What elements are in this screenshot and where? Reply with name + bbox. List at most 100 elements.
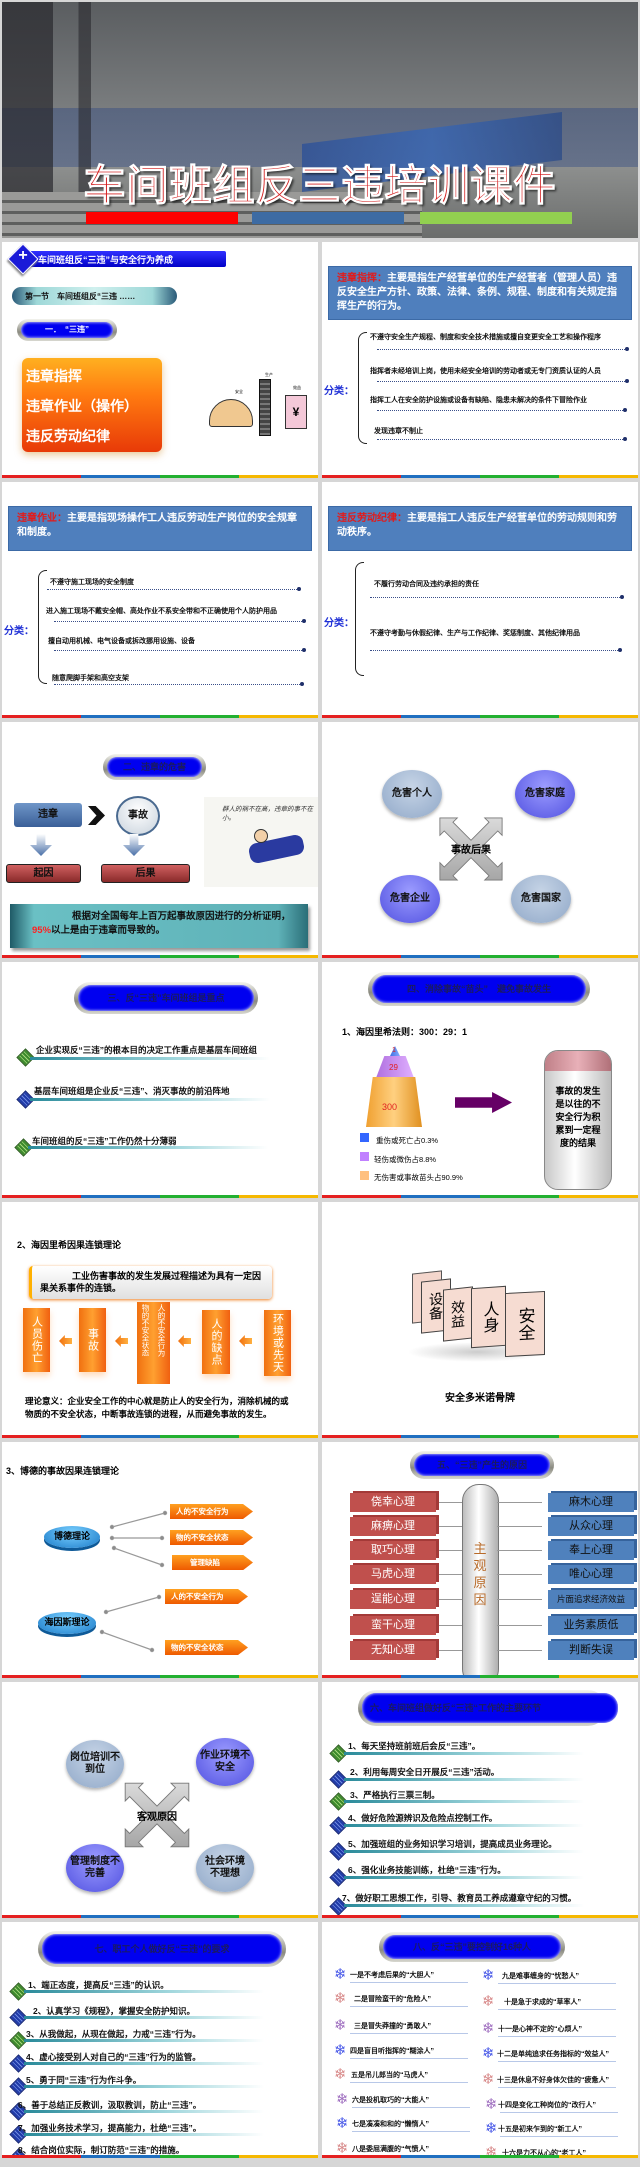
snowflake-icon: ❄: [334, 1990, 347, 2007]
definition-box: 违章作业：主要是指现场操作工人违反劳动生产岗位的安全规章和制度。: [8, 506, 312, 551]
subjective-cause-right: 判断失误: [548, 1641, 634, 1660]
slide-stripe: [2, 955, 318, 958]
bullet-underline: [344, 1752, 584, 1755]
definition: 主要是指工人违反生产经营单位的劳动规则和劳动秩序。: [337, 513, 617, 538]
bird-item: 管理缺陷: [172, 1555, 253, 1570]
chain-casualty: 人员伤亡: [23, 1308, 50, 1372]
subjective-cause-right: 唯心心理: [548, 1565, 634, 1584]
subjective-cause-left: 马虎心理: [350, 1565, 436, 1584]
connector: [497, 1625, 542, 1626]
capsule-cap: [545, 1051, 611, 1071]
item-underline: [498, 1983, 616, 1984]
item-underline: [498, 2061, 616, 2062]
slide-stripe: [322, 1435, 638, 1438]
slide-heinrich-chain: 2、海因里希因果连锁理论 工业伤害事故的发生发展过程描述为具有一定因果关系事件的…: [2, 1202, 318, 1438]
statistic-highlight: 95%: [32, 925, 52, 936]
bullet-text: 车间班组的反“三违”工作仍然十分薄弱: [32, 1136, 177, 1146]
heinrich-item: 人的不安全行为: [165, 1589, 248, 1604]
person-type: 一是不考虑后果的“大胆人”: [350, 1972, 434, 1979]
definition: 主要是指现场操作工人违反劳动生产岗位的安全规章和制度。: [17, 513, 297, 538]
item-underline: [350, 2058, 468, 2059]
theory-heading: 3、博德的事故因果连锁理论: [6, 1466, 120, 1476]
header-title: 车间班组反“三违”与安全行为养成: [38, 255, 174, 265]
slide-stripe: [322, 1195, 638, 1198]
chain-unsafe-act: 人的不安全行为: [157, 1304, 166, 1357]
slide-safety-dominoes: 设备 效益 人身 安全 安全多米诺骨牌: [322, 1202, 638, 1438]
domino-safety: 安全: [505, 1290, 545, 1358]
violation-type: 违章指挥: [26, 368, 82, 384]
node-management: 管理制度不完善: [66, 1844, 124, 1892]
brace: [358, 332, 367, 444]
slide-stripe: [322, 955, 638, 958]
slide-violating-command: 违章指挥：主要是指生产经营单位的生产经营者（管理人员）违反安全生产方针、政策、法…: [322, 242, 638, 478]
node-harm-family: 危害家庭: [515, 770, 575, 818]
snowflake-icon: ❄: [482, 1967, 495, 1984]
subjective-cause-right: 奉上心理: [548, 1541, 634, 1560]
cartoon-label: 生产: [265, 372, 273, 377]
violation-type: 违章作业（操作）: [26, 398, 138, 414]
connector: [436, 1502, 462, 1503]
node-work-environment: 作业环境不安全: [196, 1738, 254, 1786]
chain-unsafe-conditions-box: [137, 1302, 170, 1384]
dotted-line: [370, 648, 622, 652]
cartoon-label: 效益: [293, 385, 301, 390]
legend-text: 无伤害或事故苗头占90.9%: [374, 1173, 463, 1182]
requirement-text: 7、加强业务技术学习，提高能力，杜绝“三违”。: [18, 2123, 202, 2133]
arrow-left-icon: [239, 1335, 252, 1347]
statistic-text-end: 以上是由于违章而导致的。: [51, 925, 166, 936]
bullet-underline: [344, 1824, 584, 1827]
slide-workshop-key-steps: 六、车间班组做好反“三违“工作的主要环节 1、每天坚持班前班后会反“三违”。 2…: [322, 1682, 638, 1918]
subjective-cause-left: 麻痹心理: [350, 1517, 436, 1536]
snowflake-icon: ❄: [336, 2091, 349, 2108]
snowflake-icon: ❄: [485, 2120, 498, 2137]
node-training: 岗位培训不到位: [66, 1740, 124, 1788]
snowflake-icon: ❄: [334, 1966, 347, 1983]
item-underline: [500, 2112, 618, 2113]
slide-stripe: [322, 475, 638, 478]
pyramid-tier-minor: [376, 1056, 414, 1078]
header-bar: [22, 251, 226, 267]
cartoon-caption: 群人的祸不在高，违章的事不在小。: [222, 806, 313, 822]
law-heading: 1、海因里希法则：300：29：1: [342, 1027, 468, 1037]
legend-text: 轻伤或微伤占8.8%: [374, 1155, 437, 1164]
violation-box: 违章: [14, 803, 82, 827]
dotted-line: [54, 619, 306, 623]
snowflake-icon: ❄: [482, 1993, 495, 2010]
slide-stripe: [322, 1915, 638, 1918]
snowflake-icon: ❄: [334, 2017, 347, 2034]
domino-caption: 安全多米诺骨牌: [445, 1393, 515, 1404]
section-pill: 八、反“三违”要控制好16种人: [379, 1932, 565, 1962]
heinrich-theory-disc: 海因斯理论: [38, 1612, 96, 1634]
connector-lines: [99, 1510, 168, 1653]
node-harm-enterprise: 危害企业: [380, 875, 440, 923]
slide-bird-theory: 3、博德的事故因果连锁理论 博德理论 人的不安全行为 物的不安全状态 管理缺陷 …: [2, 1442, 318, 1678]
section-title: 二、违章的危害: [107, 757, 202, 777]
slide-stripe: [2, 1915, 318, 1918]
snowflake-icon: ❄: [482, 2071, 495, 2088]
requirement-text: 3、从我做起，从现在做起，力戒“三违”行为。: [26, 2029, 201, 2039]
bullet-underline: [24, 2062, 264, 2065]
dotted-line: [377, 437, 627, 441]
worker-head: [254, 829, 268, 843]
section-title: 六、车间班组做好反“三违“工作的主要环节: [362, 1693, 618, 1723]
snowflake-icon: ❄: [482, 2020, 495, 2037]
person-type: 七是凑凑和和的“懒惰人”: [352, 2121, 429, 2128]
slide-labor-discipline: 违反劳动纪律：主要是指工人违反生产经营单位的劳动规则和劳动秩序。 分类： 不履行…: [322, 482, 638, 718]
item-underline: [350, 2033, 468, 2034]
requirement-text: 6、善于总结正反教训，汲取教训，防止“三违”。: [18, 2100, 202, 2110]
title-bar-green: [420, 212, 572, 224]
snowflake-icon: ❄: [334, 2042, 347, 2059]
connector: [436, 1526, 462, 1527]
category-label: 分类：: [4, 626, 34, 637]
slide-three-violations-intro: + 车间班组反“三违”与安全行为养成 第一节 车间班组反“三违 …… 一． “三…: [2, 242, 318, 478]
title-slide: 车间班组反三违培训课件: [2, 2, 638, 238]
bullet-underline: [344, 1800, 584, 1803]
presentation-title: 车间班组反三违培训课件: [83, 162, 557, 210]
dotted-line: [370, 595, 624, 599]
legend-swatch-purple: [360, 1152, 369, 1161]
slide-stripe: [2, 1435, 318, 1438]
category-item: 进入施工现场不戴安全帽、高处作业不系安全带和不正确使用个人防护用品: [46, 608, 277, 615]
person-type: 十五是初来乍到的“新工人”: [498, 2126, 582, 2133]
section-title: 七、职工个人做好反“三违”的要求: [42, 1934, 282, 1964]
step-text: 2、利用每周安全日开展反“三违”活动。: [350, 1767, 500, 1777]
